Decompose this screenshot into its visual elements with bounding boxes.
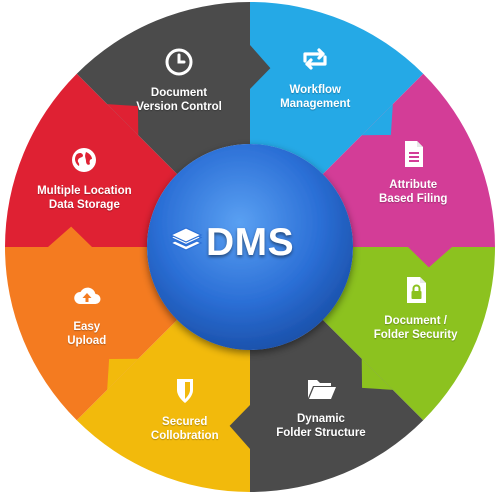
segment-label-line: Folder Structure: [276, 427, 366, 440]
segment-label-line: Upload: [67, 334, 107, 347]
arrow-notch-upload: [48, 226, 92, 247]
segment-label-line: Document /: [384, 315, 447, 328]
segment-label-line: Based Filing: [379, 193, 448, 206]
open-folder-icon: [307, 380, 336, 400]
layers-icon: [169, 227, 203, 251]
segment-version: [76, 2, 250, 175]
segment-label-line: Data Storage: [48, 198, 120, 211]
segment-label-line: Secured: [162, 415, 208, 428]
segment-security: [322, 247, 495, 421]
segment-label-line: Multiple Location: [37, 184, 132, 197]
segment-label-line: Attribute: [389, 179, 438, 192]
arrow-notch-folder: [229, 405, 250, 449]
document-icon: [405, 141, 424, 168]
globe-icon: [72, 147, 97, 172]
segment-secured: [76, 319, 250, 492]
segment-label-line: Easy: [73, 320, 101, 333]
center-hub: [147, 144, 353, 350]
clock-icon: [165, 48, 193, 76]
segment-label-line: Dynamic: [297, 413, 345, 426]
segment-workflow: [250, 2, 424, 175]
segment-label-line: Version Control: [136, 100, 222, 113]
segment-label-line: Folder Security: [373, 329, 458, 342]
shield-icon: [176, 378, 193, 403]
segment-folder: [250, 319, 424, 492]
arrow-notch-security: [361, 358, 393, 390]
workflow-icon: [303, 48, 327, 70]
arrow-notch-version: [250, 45, 271, 89]
arrow-notch-attribute: [408, 247, 452, 268]
segment-label-line: Management: [280, 98, 351, 111]
arrow-notch-secured: [107, 358, 139, 390]
segment-label-line: Collobration: [150, 429, 219, 442]
cloud-upload-icon: [73, 287, 101, 304]
segment-label-line: Document: [150, 86, 208, 99]
segment-upload: [5, 247, 178, 421]
segment-label-line: Workflow: [289, 84, 341, 97]
lock-document-icon: [406, 277, 426, 304]
segment-label-security: Document /Folder Security: [351, 314, 481, 342]
arrow-notch-workflow: [361, 104, 393, 136]
center-title: DMS: [206, 221, 295, 264]
arrow-notch-storage: [107, 104, 139, 136]
